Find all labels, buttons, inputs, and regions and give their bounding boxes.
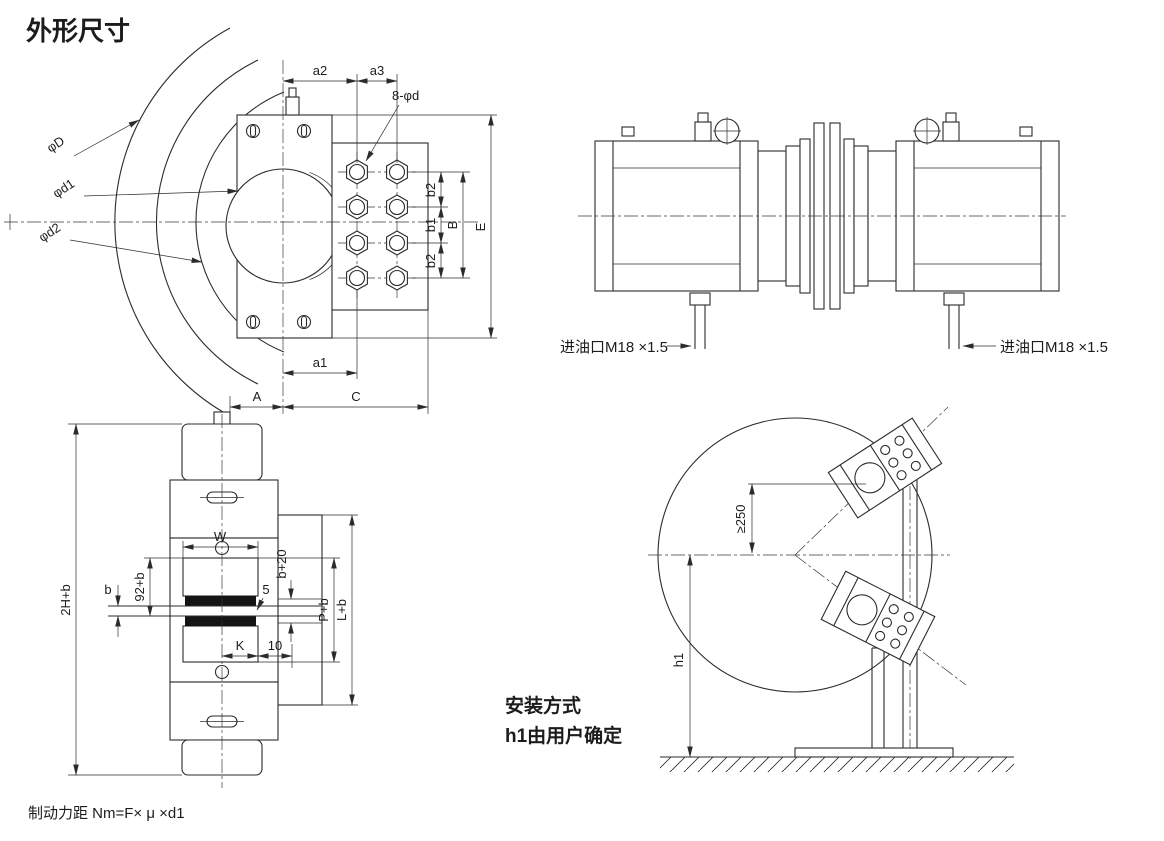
- install-caption-line1: 安装方式: [505, 694, 581, 717]
- dim-label-b2-bottom: b2: [423, 254, 438, 268]
- dim-label-Lb: L+b: [334, 599, 349, 621]
- dim-label-C: C: [351, 389, 360, 404]
- caliper-radial-centerline: [794, 554, 967, 686]
- dim-label-W: W: [214, 529, 227, 544]
- section-view: 2H+b 92+b W b+20 b 5 P+b L+b K: [58, 411, 358, 788]
- front-view: φD φd1 φd2 a2 a3 8-φd b2 b1 b2 B E: [4, 27, 497, 417]
- bleed-screw: [288, 87, 297, 98]
- dim-label-b2-top: b2: [423, 183, 438, 197]
- torque-formula: 制动力距 Nm=F× μ ×d1: [28, 805, 185, 822]
- dim-label-E: E: [473, 222, 488, 231]
- body-bolt: [296, 314, 312, 330]
- dim-label-a3: a3: [370, 63, 384, 78]
- dim-label-b: b: [104, 582, 111, 597]
- caliper-unit-upper: [827, 417, 943, 519]
- dim-label-min-distance: ≥250: [733, 505, 748, 534]
- top-bolt: [621, 126, 635, 137]
- disc-arc-middle-phid1: [155, 59, 259, 385]
- dim-label-a1: a1: [313, 355, 327, 370]
- hex-bolt: [346, 230, 368, 256]
- top-bolt: [1019, 126, 1033, 137]
- bleed-fitting: [285, 96, 300, 116]
- pad-backing-top: [182, 557, 259, 597]
- dim-label-A: A: [253, 389, 262, 404]
- body-bolt: [296, 123, 312, 139]
- bleed-valve: [694, 121, 712, 142]
- oil-port-label-left: 进油口M18 ×1.5: [560, 339, 668, 356]
- bleed-valve-cap: [697, 112, 709, 123]
- dim-label-2Hb: 2H+b: [58, 584, 73, 615]
- hex-bolt: [386, 159, 408, 185]
- leader-phid1: [83, 188, 239, 197]
- dim-label-phid1: φd1: [50, 176, 77, 201]
- dim-label-phiD: φD: [44, 133, 67, 155]
- dim-label-a2: a2: [313, 63, 327, 78]
- hex-bolt: [386, 194, 408, 220]
- caliper-radial-centerline: [794, 406, 949, 556]
- dim-label-Pb: P+b: [316, 598, 331, 622]
- dim-label-bolt-callout: 8-φd: [392, 88, 419, 103]
- hex-bolt: [346, 194, 368, 220]
- leader-5: [256, 597, 265, 611]
- pipe-nut: [689, 292, 711, 306]
- lower-body: [169, 681, 279, 741]
- friction-pad-top: [185, 596, 256, 606]
- dim-label-5: 5: [262, 582, 269, 597]
- base-plate: [794, 747, 954, 758]
- leader-phid2: [69, 239, 203, 264]
- dim-label-phid2: φd2: [36, 220, 63, 245]
- page-title: 外形尺寸: [26, 16, 130, 46]
- dim-label-B: B: [445, 221, 460, 230]
- body-bolt: [245, 314, 261, 330]
- hex-bolt: [346, 159, 368, 185]
- bleed-valve-cap: [945, 112, 957, 123]
- dim-label-K: K: [236, 638, 245, 653]
- right-arm: [277, 514, 323, 706]
- bleed-valve: [942, 121, 960, 142]
- dim-label-b1: b1: [423, 218, 438, 232]
- leader-bolt-callout: [365, 104, 400, 162]
- upper-body: [169, 479, 279, 539]
- ground-hatch: [660, 757, 1014, 772]
- pad-backing-bottom: [182, 625, 259, 663]
- dim-label-92b: 92+b: [132, 572, 147, 601]
- dim-label-h1: h1: [671, 653, 686, 667]
- body-bolt: [245, 123, 261, 139]
- caliper-unit-lower: [820, 570, 936, 666]
- leader-phiD: [73, 119, 140, 157]
- dim-label-10: 10: [268, 638, 282, 653]
- hex-bolt: [346, 265, 368, 291]
- hex-bolt: [386, 265, 408, 291]
- hex-bolt: [386, 230, 408, 256]
- dim-label-b20: b+20: [274, 549, 289, 578]
- installation-view: ≥250 h1 安装方式 h1由用户确定: [505, 406, 1014, 772]
- oil-port-label-right: 进油口M18 ×1.5: [1000, 339, 1108, 356]
- side-view: 进油口M18 ×1.5 进油口M18 ×1.5: [560, 112, 1108, 356]
- install-caption-line2: h1由用户确定: [505, 724, 622, 747]
- friction-pad-bottom: [185, 616, 256, 626]
- pipe-nut: [943, 292, 965, 306]
